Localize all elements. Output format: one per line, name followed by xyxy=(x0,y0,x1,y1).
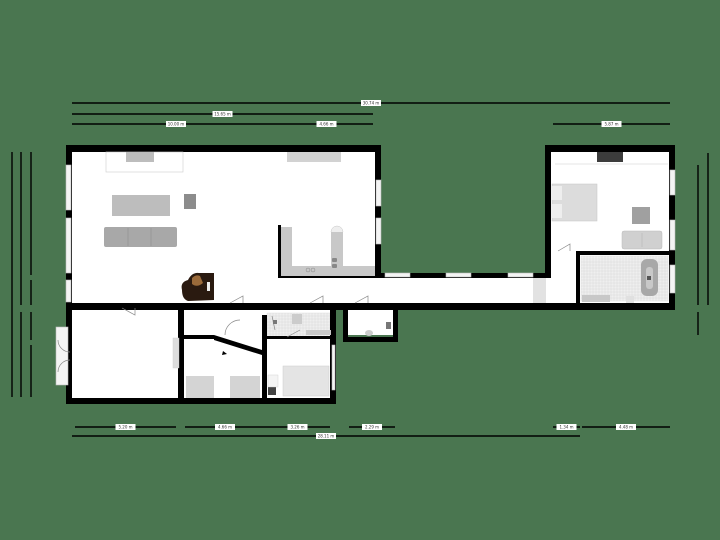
dimension-label: 15.65 m xyxy=(214,112,231,117)
bedroom-small-furniture xyxy=(267,365,330,397)
side-table xyxy=(184,194,196,209)
dimension-label: 5.87 m xyxy=(604,122,618,127)
doors[interactable] xyxy=(57,243,571,373)
vanity xyxy=(582,295,610,302)
dimension-label: 5.20 m xyxy=(118,425,132,430)
dimension-label: 2.29 m xyxy=(365,425,379,430)
hallway-cabinet xyxy=(533,278,546,303)
stairwell xyxy=(186,351,260,398)
toilet-fixtures xyxy=(365,322,391,336)
bed xyxy=(282,365,330,397)
dimension-label: 4.48 m xyxy=(619,425,633,430)
kitchen xyxy=(278,225,375,278)
left-dimension-lines xyxy=(11,152,32,397)
kitchen-island xyxy=(331,232,343,276)
bottom-dimensions: 5.20 m 4.66 m 3.26 m 2.29 m 1.34 m 4.48 m 28.1… xyxy=(72,424,670,439)
sofa xyxy=(104,227,177,247)
dimension-label: 30.74 m xyxy=(363,101,380,106)
dimension-label-bg xyxy=(115,424,136,430)
right-dimension-lines xyxy=(697,153,709,335)
dimension-label-bg xyxy=(362,424,382,430)
fireplace xyxy=(597,152,623,162)
sideboard xyxy=(287,152,341,162)
dimension-label-bg xyxy=(316,433,336,439)
dimension-label: 1.34 m xyxy=(559,425,573,430)
ensuite-fixtures xyxy=(582,259,658,303)
dimension-label: 4.66 m xyxy=(319,122,333,127)
windows xyxy=(55,164,676,391)
dimension-label-bg xyxy=(212,111,233,117)
grand-piano-icon xyxy=(181,272,214,301)
dimension-label-bg xyxy=(556,424,577,430)
tv-cabinet xyxy=(126,152,154,162)
living-room-furniture xyxy=(104,151,341,247)
dimension-label: 4.66 m xyxy=(218,425,232,430)
dimension-label-bg xyxy=(361,100,381,106)
dimension-label: 28.11 m xyxy=(318,434,335,439)
coffee-table xyxy=(112,195,170,216)
dimension-label: 10.00 m xyxy=(168,122,185,127)
dimension-label-bg xyxy=(601,121,622,127)
bathroom-small-fixtures xyxy=(273,314,331,335)
dimension-label-bg xyxy=(287,424,308,430)
dimension-label-bg xyxy=(215,424,235,430)
dimension-label: 3.26 m xyxy=(290,425,304,430)
dimension-label-bg xyxy=(616,424,636,430)
bedroom-west-furniture xyxy=(172,337,180,369)
master-bedroom-furniture xyxy=(551,152,668,250)
dimension-label-bg xyxy=(166,121,186,127)
dimension-label-bg xyxy=(316,121,337,127)
top-dimensions: 30.74 m 15.65 m 10.00 m 4.66 m 5.87 m xyxy=(72,100,670,127)
armchair-table xyxy=(632,207,650,224)
